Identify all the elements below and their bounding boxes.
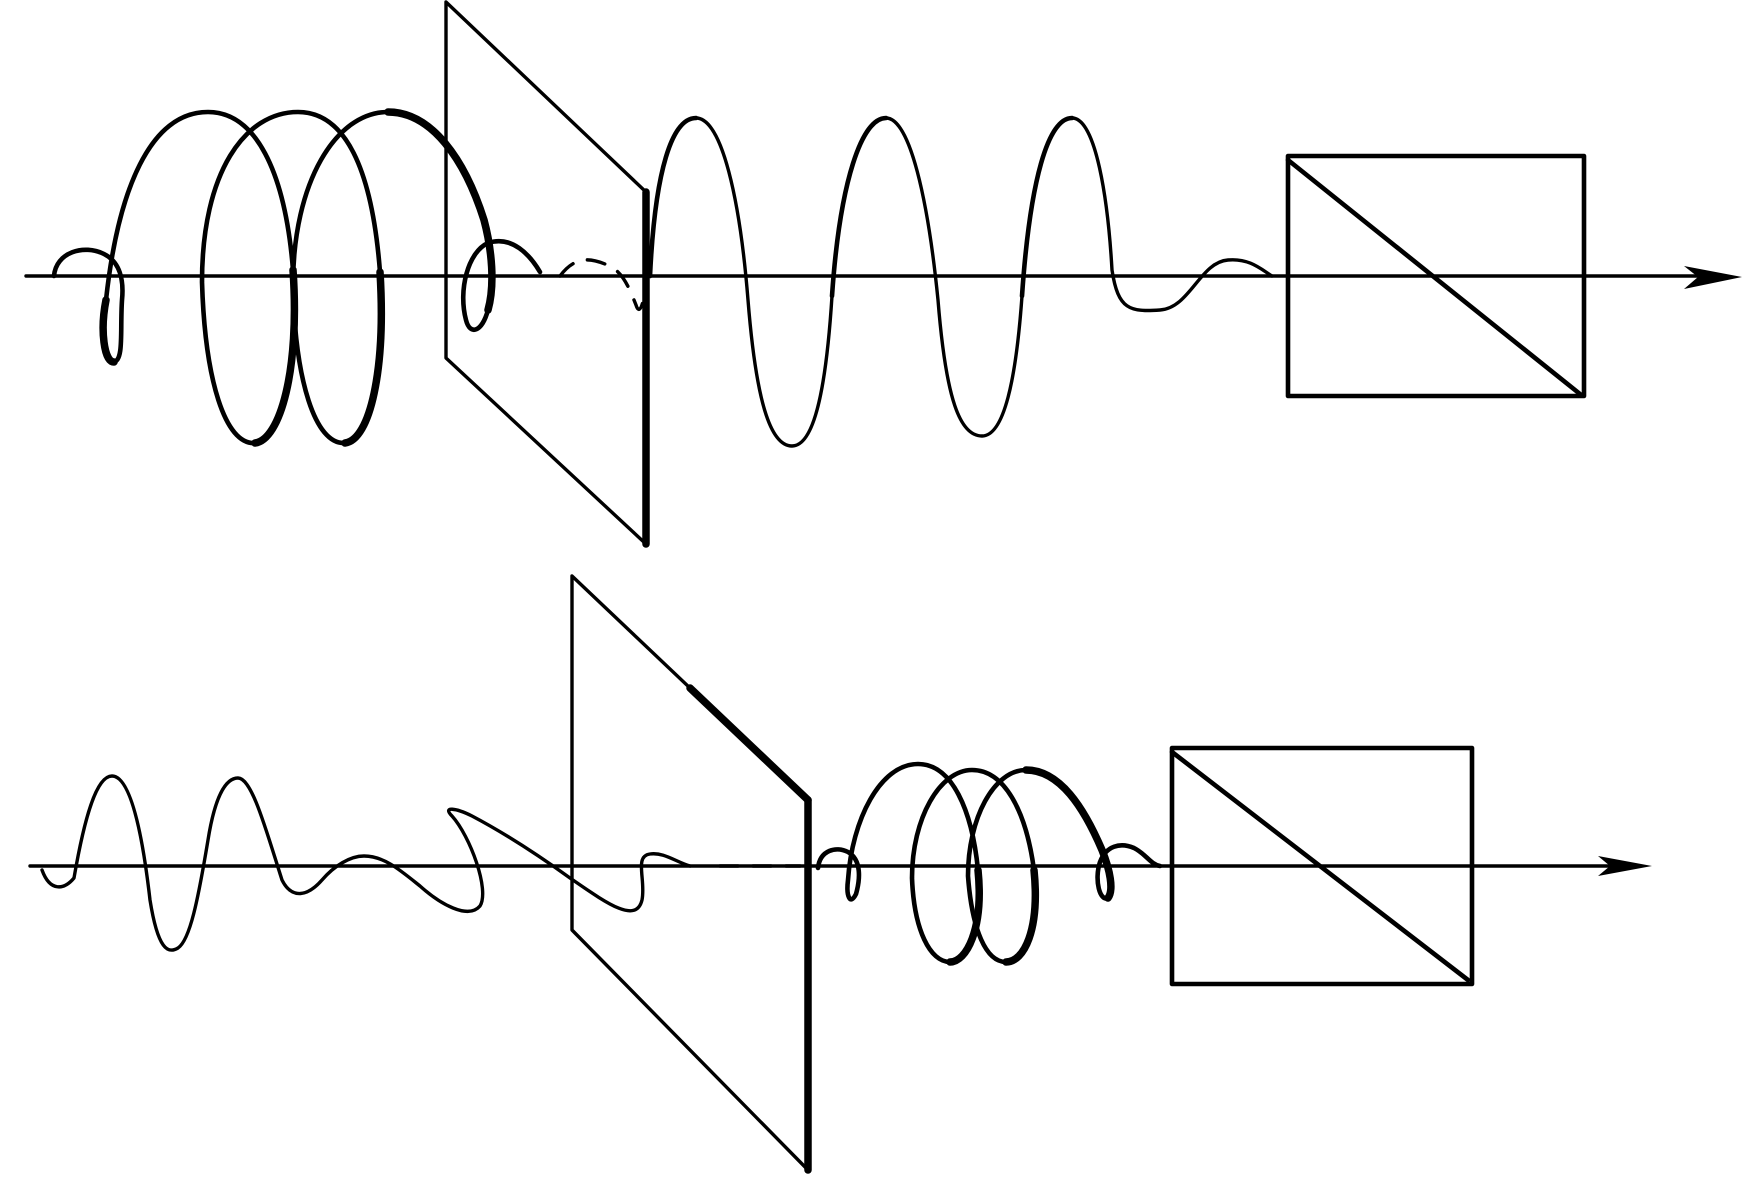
top-input-helix: [51, 108, 543, 447]
panel-top: [24, 0, 1742, 548]
top-output-linear-wave: [648, 116, 1274, 448]
top-polarizer-diagonal: [1285, 157, 1583, 397]
bottom-wave-plate: [570, 574, 810, 1172]
top-output-wave-near-strokes: [647, 115, 1075, 299]
bottom-wave-plate-top-edge: [686, 684, 812, 804]
bottom-helix-near-strokes: [946, 766, 1115, 966]
bottom-polarizer-diagonal: [1169, 749, 1471, 983]
panel-bottom: [28, 574, 1652, 1174]
bottom-polarizer-box: [1169, 745, 1475, 987]
bottom-input-linear-wave: [40, 774, 692, 952]
top-hidden-wave: [558, 258, 648, 312]
top-polarizer-box: [1285, 153, 1587, 399]
bottom-axis-arrowhead: [1598, 856, 1652, 876]
top-axis-arrowhead: [1684, 266, 1742, 289]
top-wave-plate: [444, 0, 648, 546]
bottom-output-helix: [815, 761, 1163, 966]
top-helix-near-strokes: [99, 108, 496, 447]
